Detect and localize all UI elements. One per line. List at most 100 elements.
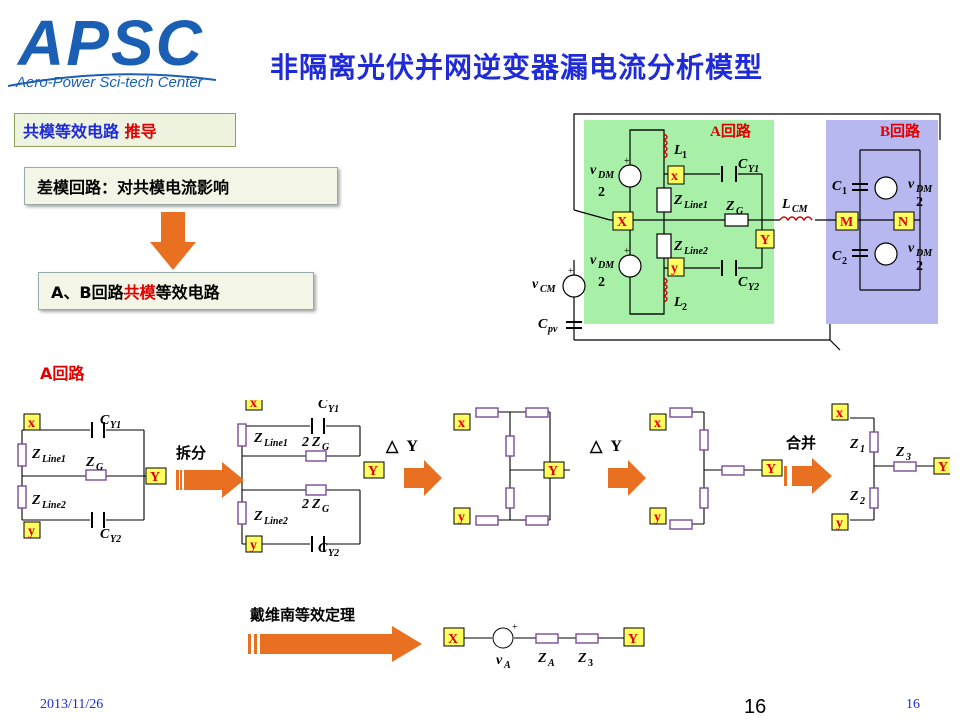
svg-text:G: G: [322, 504, 330, 515]
2zg-label-lower-num: 2: [301, 497, 309, 512]
by-3: y: [458, 510, 465, 525]
by-2: y: [250, 538, 257, 553]
delta-y-text-2: Y: [610, 438, 622, 455]
Cpv-label: C: [538, 317, 548, 332]
C2-label: C: [832, 249, 842, 264]
svg-text:Line2: Line2: [263, 516, 288, 527]
thevenin-X: X: [448, 632, 458, 647]
merge-arrow-icon: [784, 458, 832, 494]
bY-3: Y: [548, 464, 558, 479]
ZLine1-label: Z: [673, 193, 683, 208]
section-box-highlight: 推导: [124, 122, 157, 141]
split-arrow-icon: [176, 462, 244, 498]
bx-5: x: [836, 406, 843, 421]
thevenin-Y: Y: [628, 632, 638, 647]
by-4: y: [654, 510, 661, 525]
delta-y-text-1: Y: [406, 438, 418, 455]
split-label: 拆分: [176, 444, 207, 462]
LCM-label: L: [781, 197, 791, 212]
L2-label: L: [673, 295, 683, 310]
svg-text:DM: DM: [915, 184, 933, 195]
svg-text:1: 1: [682, 150, 687, 161]
node-X: X: [617, 215, 627, 230]
bx-4: x: [654, 416, 661, 431]
z1-label: Z: [849, 437, 859, 452]
bx-2: x: [250, 400, 257, 411]
node-M: M: [840, 215, 853, 230]
svg-text:Y1: Y1: [328, 404, 339, 415]
step2-box-suffix: 等效电路: [155, 283, 220, 302]
cy1-label-a: C: [100, 413, 110, 428]
svg-text:2: 2: [598, 185, 605, 200]
ZG-label: Z: [725, 199, 735, 214]
svg-text:G: G: [96, 462, 104, 473]
svg-text:+: +: [624, 246, 630, 257]
node-y: y: [671, 261, 678, 276]
vdm-upper: v: [590, 163, 597, 178]
apsc-logo: APSC Aero-Power Sci-tech Center: [4, 4, 218, 91]
bx-1: x: [28, 416, 35, 431]
svg-text:Line1: Line1: [683, 200, 708, 211]
CY2-label: C: [738, 275, 748, 290]
svg-text:1: 1: [860, 444, 865, 455]
by-5: y: [836, 516, 843, 531]
down-arrow-icon: [150, 212, 196, 270]
thevenin-arrow-icon: [248, 626, 422, 662]
node-N: N: [898, 215, 908, 230]
delta-y-arrow-2-icon: [608, 460, 646, 496]
Z3-label-thevenin: Z: [577, 651, 587, 666]
page-number-center: 16: [744, 696, 767, 718]
svg-text:Y2: Y2: [110, 534, 121, 545]
by-1: y: [28, 524, 35, 539]
step1-box-text: 差模回路：对共模电流影响: [37, 178, 230, 197]
footer-date: 2013/11/26: [40, 697, 104, 712]
svg-text:G: G: [736, 206, 744, 217]
svg-text:2: 2: [598, 275, 605, 290]
vdm-lower: v: [590, 253, 597, 268]
svg-text:CM: CM: [792, 204, 809, 215]
thevenin-circuit: X Y + v A Z A Z 3: [443, 622, 645, 671]
bY-4: Y: [766, 462, 776, 477]
svg-text:DM: DM: [915, 248, 933, 259]
svg-text:Y1: Y1: [110, 420, 121, 431]
vCM-label: v: [532, 277, 539, 292]
zline2-label-b: Z: [253, 509, 263, 524]
svg-text:CM: CM: [540, 284, 557, 295]
step1-box: 差模回路：对共模电流影响: [24, 167, 338, 205]
bY-1: Y: [150, 470, 160, 485]
step2-box: A、B回路共模等效电路: [38, 272, 314, 310]
step2-box-highlight: 共模: [123, 283, 156, 302]
svg-text:Y2: Y2: [328, 548, 339, 559]
vdm-right-upper: v: [908, 177, 915, 192]
merge-label: 合并: [786, 434, 817, 452]
L1-label: L: [673, 143, 683, 158]
svg-text:1: 1: [842, 186, 847, 197]
delta-y-label-1: △ Y: [386, 438, 418, 455]
vA-label: v: [496, 653, 503, 668]
svg-text:A: A: [547, 658, 555, 669]
page-number-right: 16: [906, 697, 920, 712]
2zg-label-upper-num: 2: [301, 435, 309, 450]
z2-label: Z: [849, 489, 859, 504]
svg-text:Line1: Line1: [41, 454, 66, 465]
svg-text:3: 3: [588, 658, 593, 669]
svg-text:Line2: Line2: [41, 500, 66, 511]
CY1-label: C: [738, 157, 748, 172]
zline2-label-a: Z: [31, 493, 41, 508]
svg-text:2: 2: [842, 256, 847, 267]
delta-y-arrow-1-icon: [404, 460, 442, 496]
bottom-circuits: x y Y x y Y x y Y x y Y x y Y C Y1 C Y2 …: [17, 400, 950, 559]
loop-b-title: B回路: [880, 122, 921, 140]
logo-letters: APSC: [18, 7, 204, 79]
node-Y: Y: [760, 233, 770, 248]
svg-text:+: +: [624, 156, 630, 167]
logo-graphic: [4, 4, 218, 90]
zline1-label-b: Z: [253, 431, 263, 446]
svg-text:A: A: [503, 660, 511, 671]
zg-label-a: Z: [85, 455, 95, 470]
cy2-label-b: C: [318, 541, 328, 556]
svg-text:Y2: Y2: [748, 282, 759, 293]
page-title: 非隔离光伏并网逆变器漏电流分析模型: [270, 51, 764, 84]
svg-text:Y1: Y1: [748, 164, 759, 175]
svg-text:+: +: [512, 622, 518, 633]
